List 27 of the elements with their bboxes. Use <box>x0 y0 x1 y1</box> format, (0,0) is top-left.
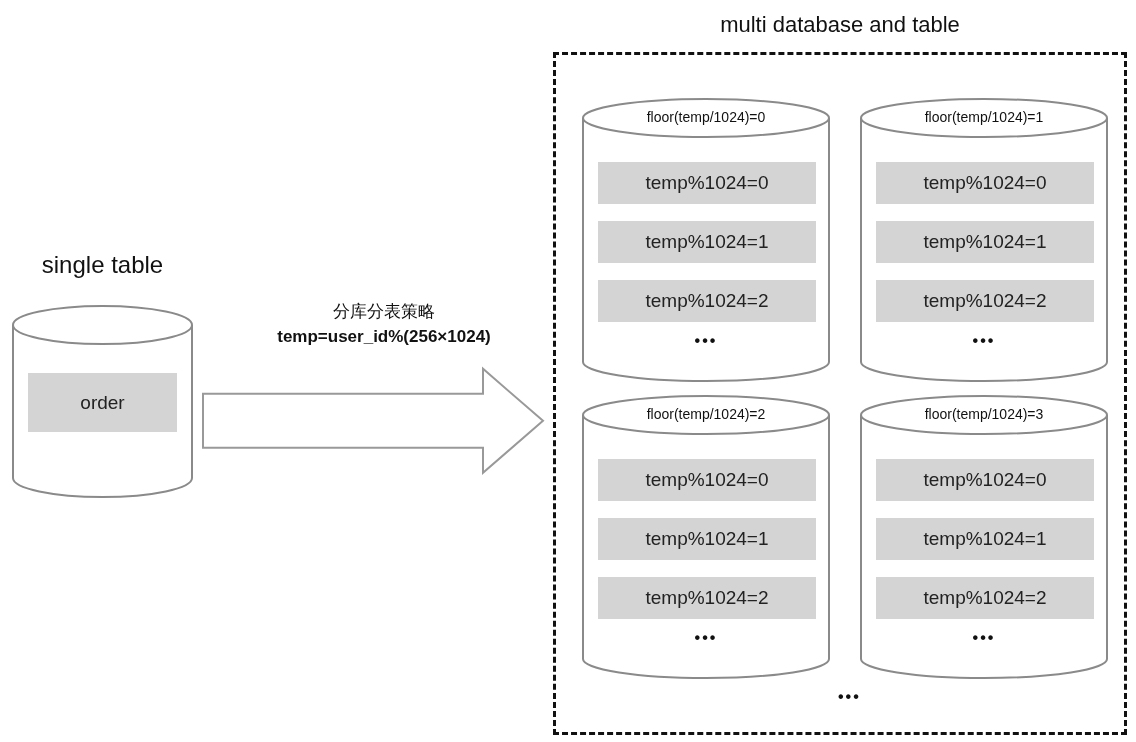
ellipsis: ••• <box>972 629 996 647</box>
ellipsis: ••• <box>694 332 718 350</box>
heading: multi database and table <box>720 12 960 38</box>
table-bar: temp%1024=0 <box>876 162 1094 204</box>
ellipsis: ••• <box>838 688 861 706</box>
table-bar: temp%1024=0 <box>876 459 1094 501</box>
strategy-title: 分库分表策略 <box>333 301 435 323</box>
table-bar: temp%1024=1 <box>876 221 1094 263</box>
database-label: floor(temp/1024)=0 <box>646 109 766 125</box>
table-bar: temp%1024=2 <box>598 280 816 322</box>
table-bar: temp%1024=1 <box>598 221 816 263</box>
database-label: floor(temp/1024)=1 <box>924 109 1044 125</box>
block-arrow <box>202 366 545 475</box>
formula: temp=user_id%(256×1024) <box>277 327 491 347</box>
database-label: floor(temp/1024)=2 <box>646 406 766 422</box>
table-bar: temp%1024=2 <box>876 280 1094 322</box>
table-bar: temp%1024=1 <box>598 518 816 560</box>
table-bar: temp%1024=2 <box>598 577 816 619</box>
ellipsis: ••• <box>972 332 996 350</box>
table-bar: temp%1024=2 <box>876 577 1094 619</box>
table-bar: order <box>28 373 177 432</box>
table-bar: temp%1024=1 <box>876 518 1094 560</box>
heading: single table <box>41 251 164 279</box>
database-label: floor(temp/1024)=3 <box>924 406 1044 422</box>
table-bar: temp%1024=0 <box>598 162 816 204</box>
table-bar: temp%1024=0 <box>598 459 816 501</box>
ellipsis: ••• <box>694 629 718 647</box>
